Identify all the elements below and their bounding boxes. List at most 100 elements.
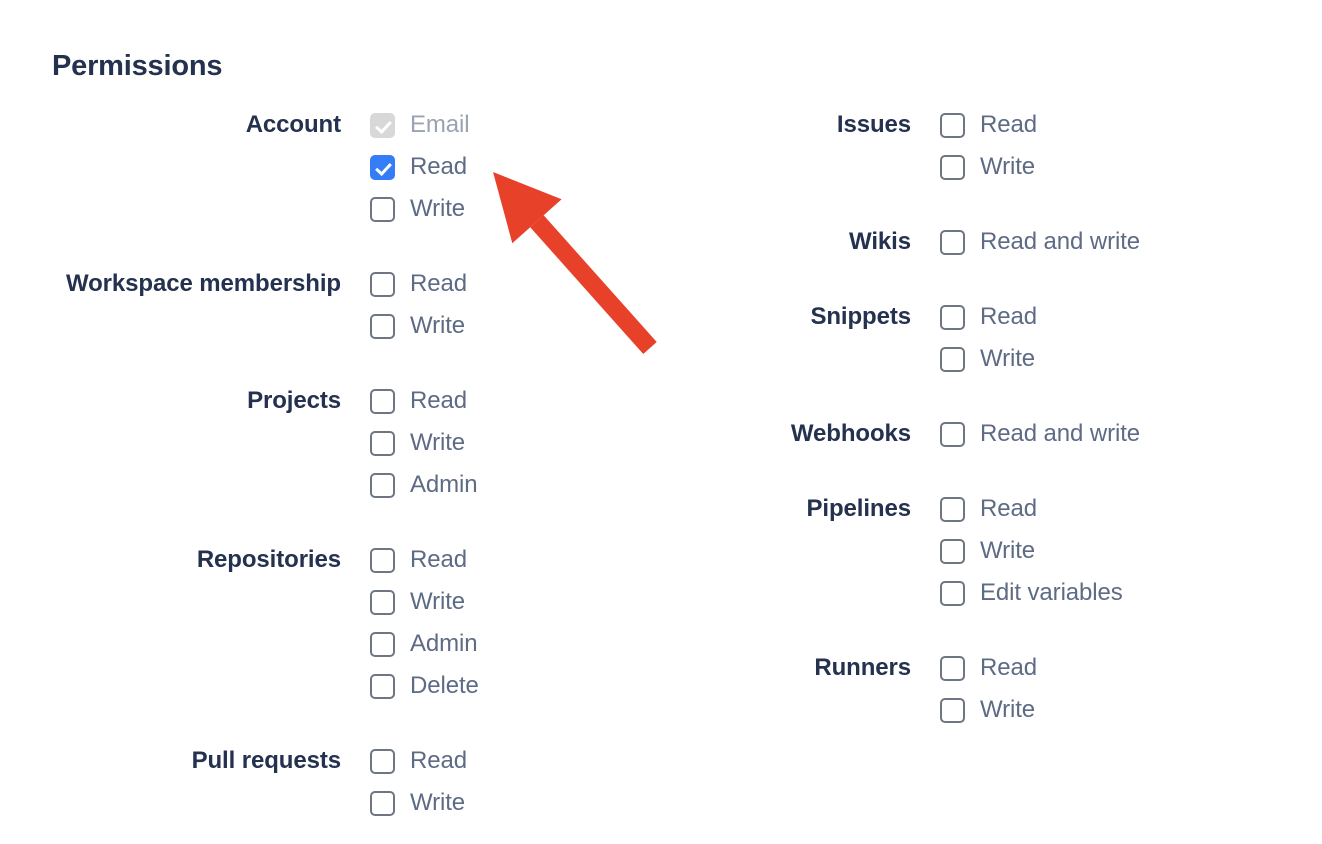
checkbox-empty-icon[interactable] <box>370 631 395 657</box>
checkbox-empty-icon[interactable] <box>370 673 395 699</box>
permission-option-label: Write <box>410 429 466 456</box>
permission-option-label: Write <box>980 696 1036 723</box>
permission-option-row[interactable]: Read and write <box>940 221 1270 263</box>
checkbox-empty-icon[interactable] <box>370 589 395 615</box>
permission-option-row[interactable]: Write <box>940 146 1270 188</box>
permission-option-label: Write <box>410 588 466 615</box>
permission-option-row[interactable]: Write <box>940 338 1270 380</box>
permission-option-row[interactable]: Read <box>940 488 1270 530</box>
checkbox-empty-icon[interactable] <box>940 538 965 564</box>
permission-option-row[interactable]: Read <box>370 539 660 581</box>
permission-option-row[interactable]: Read <box>370 740 660 782</box>
page-title: Permissions <box>52 50 223 82</box>
permission-option-row[interactable]: Write <box>940 689 1270 731</box>
permission-group-label: Projects <box>247 387 341 414</box>
permission-option-label: Read <box>410 153 467 180</box>
permission-option-label: Delete <box>410 672 479 699</box>
permission-option-label: Read <box>980 303 1037 330</box>
permission-group-label: Pull requests <box>191 747 342 774</box>
checkbox-empty-icon[interactable] <box>370 388 395 414</box>
permission-option-label: Read and write <box>980 228 1141 255</box>
permission-option-label: Read and write <box>980 420 1141 447</box>
permission-option-row[interactable]: Read <box>370 146 660 188</box>
permission-option-label: Read <box>980 654 1037 681</box>
permission-option-row[interactable]: Admin <box>370 464 660 506</box>
permission-option-row[interactable]: Read <box>940 647 1270 689</box>
checkbox-empty-icon[interactable] <box>940 346 965 372</box>
permission-option-label: Edit variables <box>980 579 1123 606</box>
permission-option-label: Read <box>410 270 467 297</box>
permission-option-row[interactable]: Read <box>940 104 1270 146</box>
permission-option-row[interactable]: Delete <box>370 665 660 707</box>
permission-option-row[interactable]: Email <box>370 104 660 146</box>
permission-option-row[interactable]: Write <box>370 581 660 623</box>
permission-option-label: Write <box>980 345 1036 372</box>
checkbox-empty-icon[interactable] <box>370 313 395 339</box>
permission-option-label: Write <box>980 153 1036 180</box>
checkbox-empty-icon[interactable] <box>940 421 965 447</box>
permission-group-label: Wikis <box>849 228 911 255</box>
permission-option-label: Write <box>410 195 466 222</box>
permission-option-row[interactable]: Admin <box>370 623 660 665</box>
permission-option-list: Read and write <box>940 221 1270 263</box>
checkbox-empty-icon[interactable] <box>940 580 965 606</box>
checkbox-empty-icon[interactable] <box>370 271 395 297</box>
permission-option-row[interactable]: Read <box>370 263 660 305</box>
permission-option-label: Read <box>980 495 1037 522</box>
permission-option-label: Write <box>410 312 466 339</box>
checkbox-checked-icon[interactable] <box>370 154 395 180</box>
checkbox-empty-icon[interactable] <box>940 154 965 180</box>
permission-group: Webhooks Read and write <box>610 413 1270 455</box>
permission-option-row[interactable]: Write <box>370 188 660 230</box>
permission-group-label: Issues <box>836 111 911 138</box>
permission-option-label: Read <box>410 747 467 774</box>
permission-group-label: Account <box>245 111 341 138</box>
permission-group-label: Repositories <box>196 546 341 573</box>
checkbox-empty-icon[interactable] <box>370 790 395 816</box>
permission-option-row[interactable]: Write <box>940 530 1270 572</box>
checkbox-empty-icon[interactable] <box>370 196 395 222</box>
checkbox-empty-icon[interactable] <box>940 304 965 330</box>
checkbox-empty-icon[interactable] <box>940 229 965 255</box>
permission-option-row[interactable]: Write <box>370 782 660 824</box>
checkbox-empty-icon[interactable] <box>370 547 395 573</box>
permission-option-row[interactable]: Read and write <box>940 413 1270 455</box>
permission-option-label: Admin <box>410 630 478 657</box>
permission-option-row[interactable]: Write <box>370 305 660 347</box>
permission-group-label: Webhooks <box>790 420 911 447</box>
checkbox-empty-icon[interactable] <box>940 112 965 138</box>
permission-group-label: Runners <box>814 654 911 681</box>
checkbox-empty-icon[interactable] <box>370 748 395 774</box>
checkbox-empty-icon[interactable] <box>940 655 965 681</box>
permission-option-label: Admin <box>410 471 478 498</box>
permission-option-label: Read <box>410 546 467 573</box>
permission-option-row[interactable]: Edit variables <box>940 572 1270 614</box>
permission-option-row[interactable]: Read <box>370 380 660 422</box>
permission-option-row[interactable]: Write <box>370 422 660 464</box>
permission-group-label: Snippets <box>810 303 911 330</box>
checkbox-empty-icon[interactable] <box>940 496 965 522</box>
checkbox-empty-icon[interactable] <box>370 430 395 456</box>
checkbox-empty-icon[interactable] <box>940 697 965 723</box>
permission-option-row[interactable]: Read <box>940 296 1270 338</box>
checkbox-empty-icon[interactable] <box>370 472 395 498</box>
